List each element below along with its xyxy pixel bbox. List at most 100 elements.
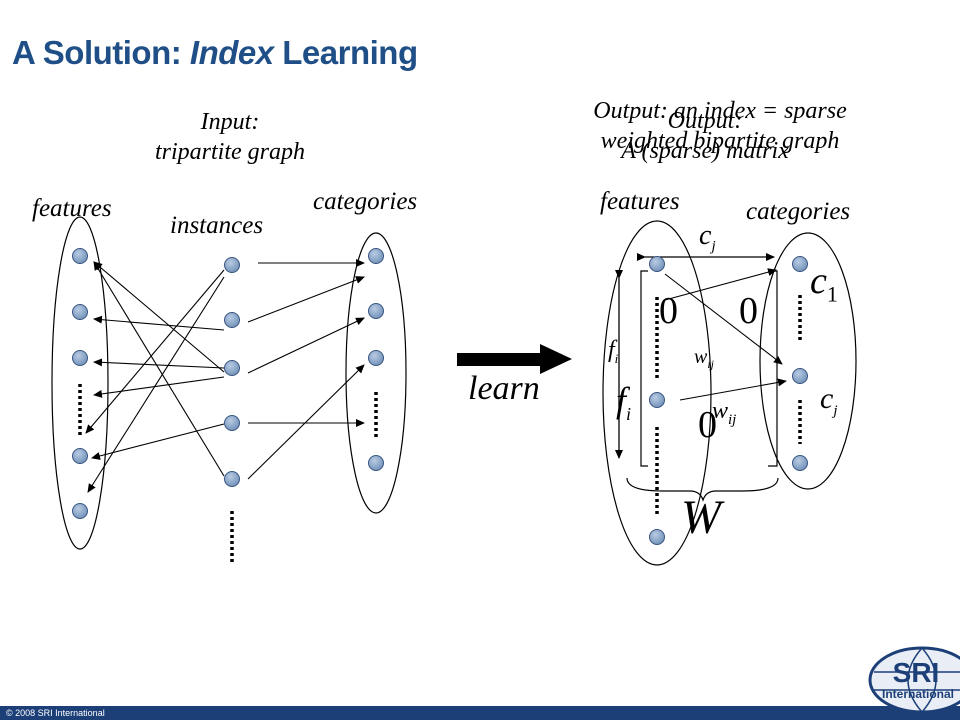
feature-node — [72, 448, 88, 464]
output-categories-label: categories — [746, 198, 851, 225]
edge — [93, 315, 225, 331]
output-caption-back: Output: an index = sparse weighted bipar… — [540, 96, 900, 156]
title-prefix: A Solution: — [12, 34, 190, 71]
learn-arrow — [457, 344, 572, 374]
category-nodes — [368, 248, 384, 471]
edge — [93, 261, 225, 477]
edge — [93, 261, 225, 373]
wij-small-sub: ij — [707, 357, 715, 371]
output-category-nodes — [792, 256, 808, 471]
c1-sub: 1 — [826, 281, 838, 307]
feature-nodes — [72, 248, 88, 519]
edge — [93, 358, 225, 369]
cj-top-c: c — [699, 220, 712, 251]
instance-feature-edges — [85, 261, 225, 493]
logo-sri-text: SRI — [893, 657, 940, 688]
footer-bar — [0, 706, 960, 720]
feature-node — [72, 304, 88, 320]
edge — [85, 269, 225, 434]
matrix-w-symbol: W — [681, 491, 721, 544]
fi-large-symbol: fi — [616, 378, 631, 426]
edge — [91, 423, 225, 460]
output-categories-ellipse — [759, 232, 857, 490]
edge — [247, 364, 365, 480]
cj-top-symbol: cj — [699, 218, 716, 256]
instance-node — [224, 471, 240, 487]
c1-c: c — [810, 260, 827, 302]
learn-arrow-shaft — [457, 353, 543, 366]
instance-node — [224, 257, 240, 273]
output-caption-back-line1: Output: an index = sparse — [593, 98, 847, 124]
instance-nodes — [224, 257, 240, 487]
slide-title: A Solution: Index Learning — [12, 34, 418, 72]
learn-arrow-head — [540, 344, 572, 374]
input-caption-line1: Input: — [200, 109, 260, 135]
edge — [664, 268, 777, 301]
output-caption-back-line2: weighted bipartite graph — [600, 128, 840, 154]
edge — [679, 378, 787, 401]
feature-node — [649, 392, 665, 408]
feature-node — [72, 248, 88, 264]
category-node — [792, 455, 808, 471]
input-caption: Input: tripartite graph — [100, 107, 360, 167]
cj-top-sub: j — [711, 238, 716, 255]
c1-symbol: c1 — [810, 258, 838, 308]
categories-group-ellipse — [345, 232, 407, 514]
sri-logo: SRI International — [868, 646, 960, 712]
logo-meridians — [874, 647, 960, 712]
cj-right-symbol: cj — [820, 380, 838, 421]
edge — [87, 276, 225, 493]
matrix-brace — [626, 477, 779, 502]
fi-large-f: f — [616, 380, 627, 420]
title-italic-word: Index — [189, 34, 274, 71]
copyright-text: © 2008 SRI International — [6, 708, 105, 718]
feature-node — [649, 529, 665, 545]
fi-small-symbol: fi — [608, 335, 618, 367]
output-caption-front-line1: Output: — [667, 108, 743, 134]
category-node — [368, 303, 384, 319]
learn-label: learn — [468, 370, 540, 407]
wij-small-w: w — [694, 346, 708, 368]
input-graph — [51, 216, 407, 565]
category-node — [368, 248, 384, 264]
instances-label: instances — [170, 212, 264, 239]
category-node — [792, 256, 808, 272]
input-caption-line2: tripartite graph — [154, 139, 305, 165]
categories-label: categories — [313, 188, 418, 215]
cj-right-c: c — [820, 382, 834, 415]
zero-entry-3: 0 — [698, 404, 717, 446]
edge — [247, 317, 365, 374]
category-node — [368, 350, 384, 366]
feature-node — [649, 256, 665, 272]
output-features-ellipse — [602, 220, 712, 566]
instance-node — [224, 415, 240, 431]
feature-node — [72, 350, 88, 366]
fi-large-sub: i — [626, 404, 632, 425]
feature-node — [72, 503, 88, 519]
output-caption-front: Output: A (sparse) matrix — [570, 106, 840, 166]
output-feature-nodes — [649, 256, 665, 545]
features-group-ellipse — [51, 216, 109, 550]
category-node — [368, 455, 384, 471]
output-graph — [602, 220, 857, 566]
cj-right-sub: j — [833, 403, 838, 419]
output-caption-front-line2: A (sparse) matrix — [621, 138, 789, 164]
edge — [664, 273, 783, 365]
output-features-label: features — [600, 188, 680, 215]
edge — [247, 276, 365, 323]
edge — [93, 376, 225, 398]
logo-international-text: International — [882, 687, 954, 701]
fi-small-sub: i — [614, 350, 619, 366]
features-label: features — [32, 195, 112, 222]
wij-small-symbol: wij — [694, 345, 714, 372]
wij-large-w: w — [712, 398, 729, 424]
wij-large-symbol: wij — [712, 396, 736, 430]
title-suffix: Learning — [273, 34, 418, 71]
fi-small-f: f — [608, 337, 615, 363]
zero-entry-2: 0 — [739, 290, 758, 332]
category-node — [792, 368, 808, 384]
instance-node — [224, 312, 240, 328]
instance-category-edges — [247, 259, 365, 480]
instance-node — [224, 360, 240, 376]
